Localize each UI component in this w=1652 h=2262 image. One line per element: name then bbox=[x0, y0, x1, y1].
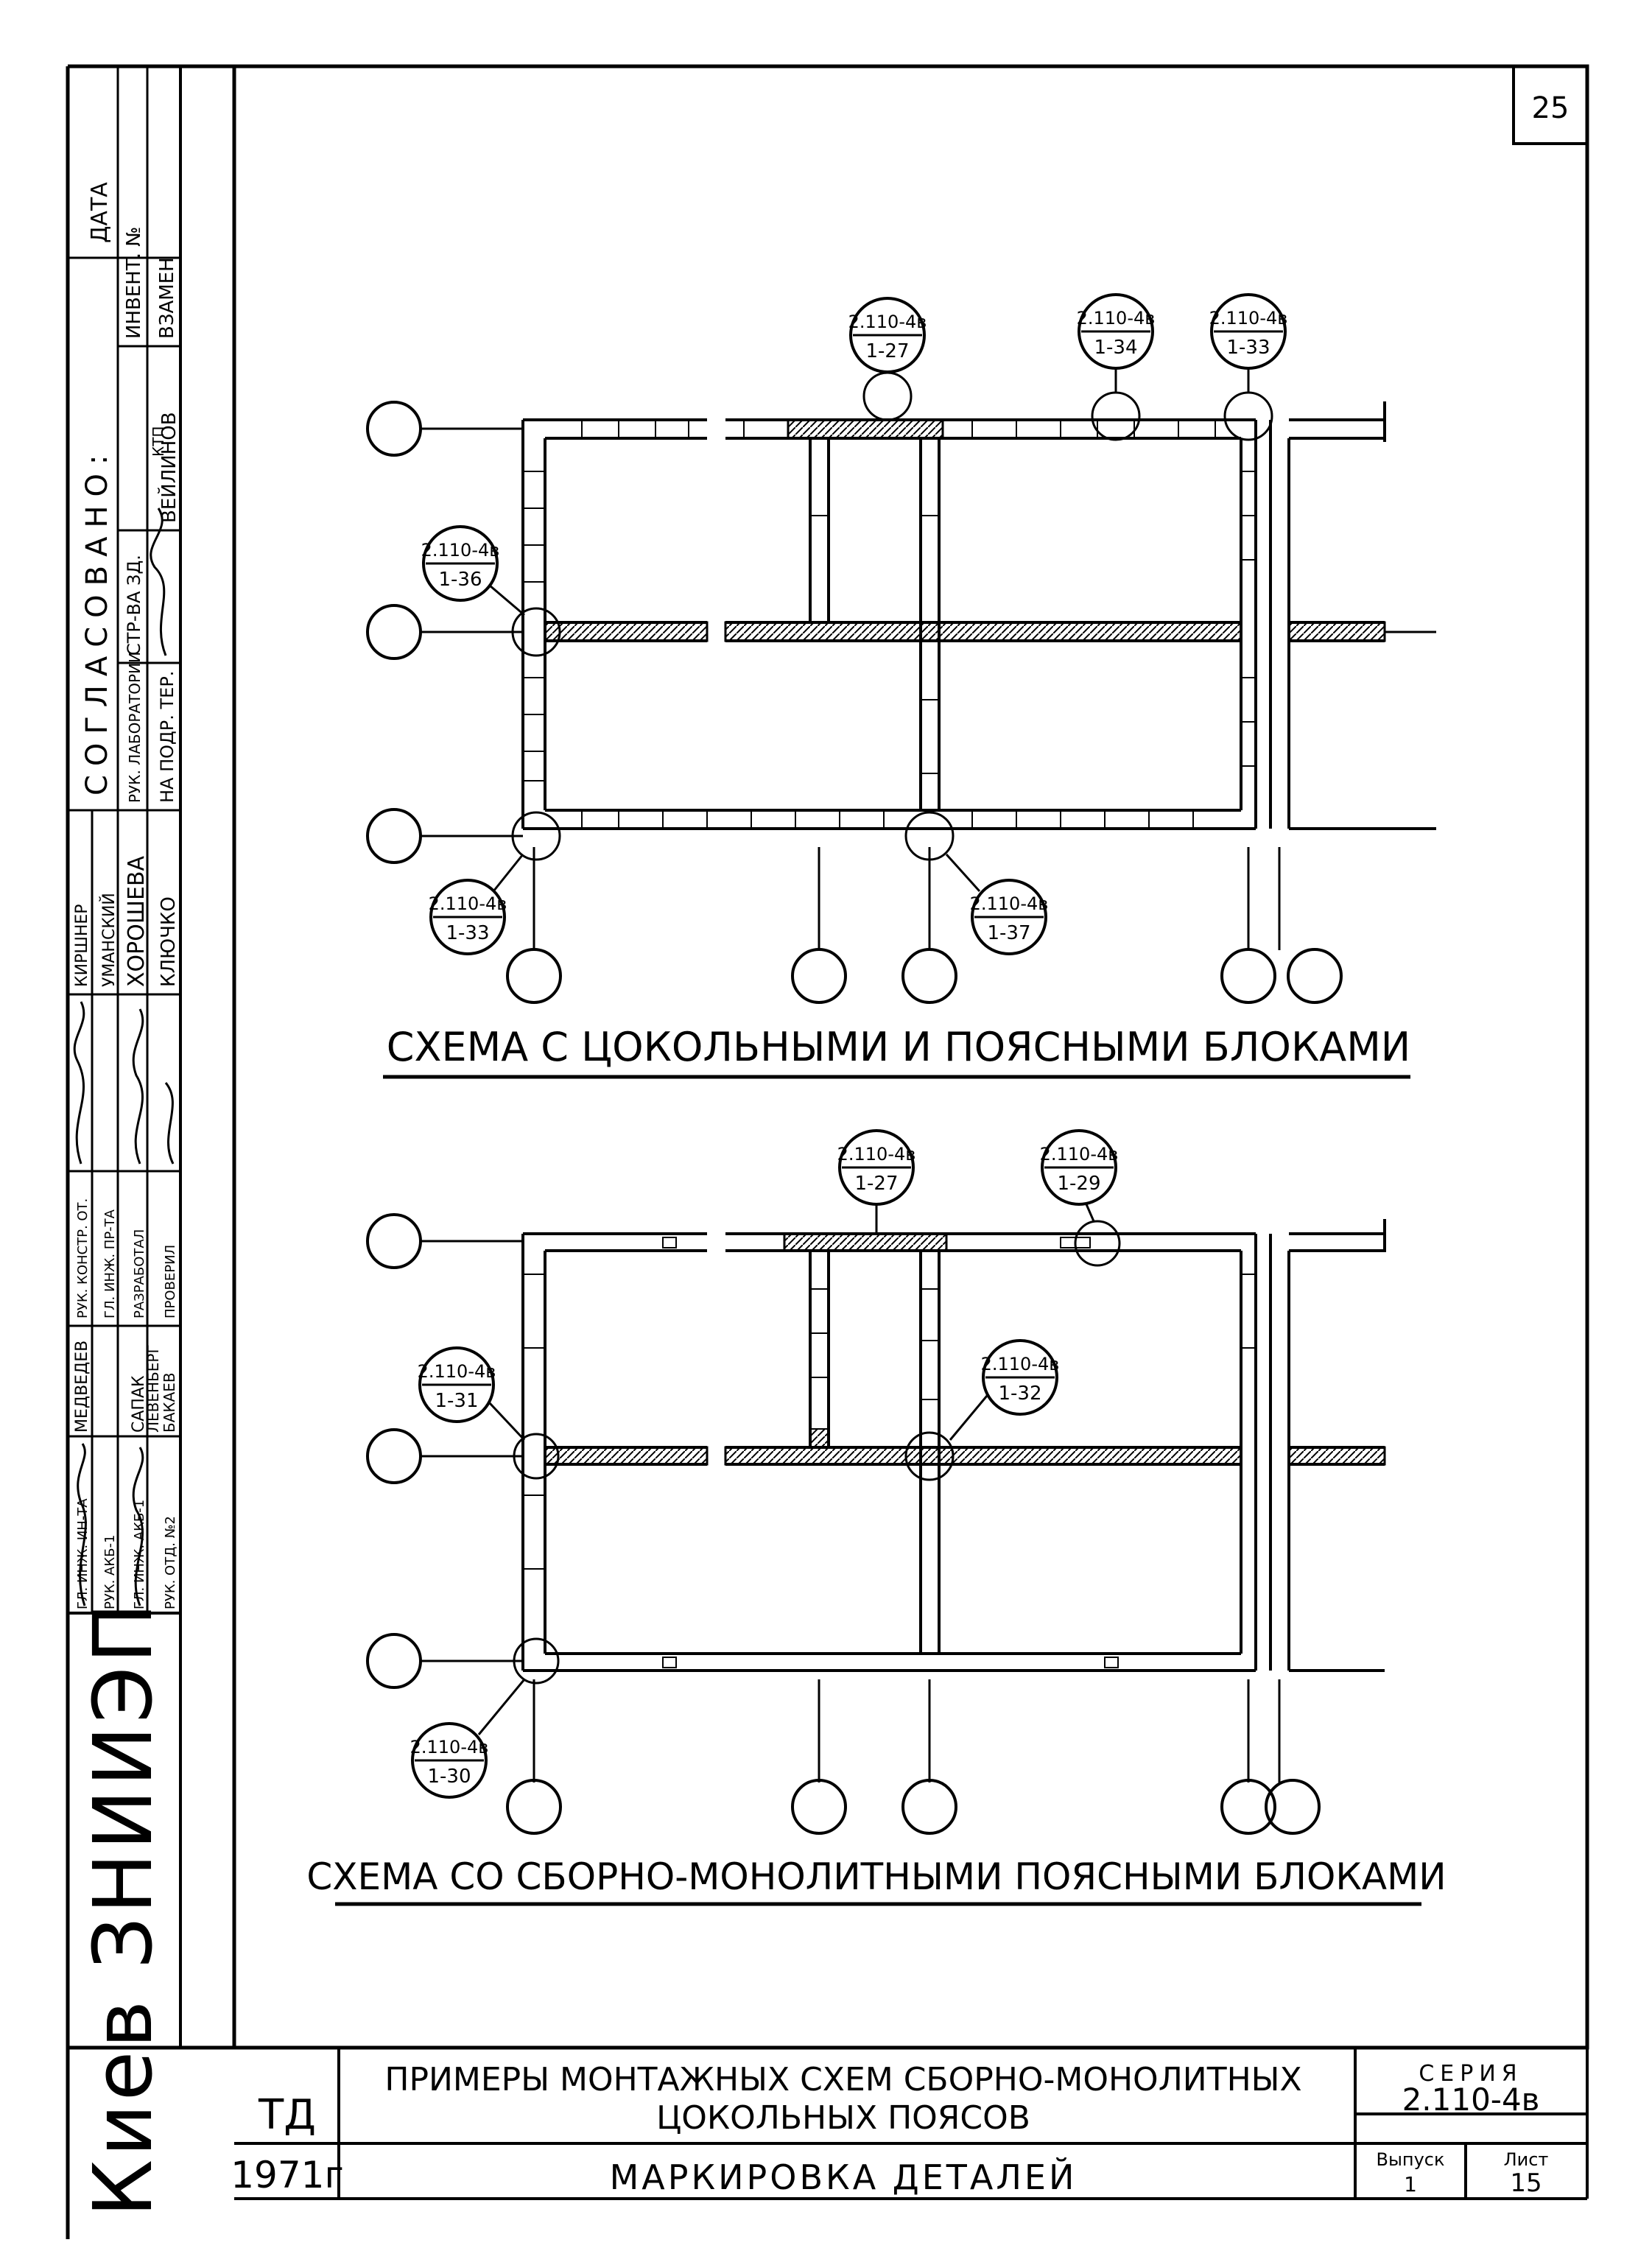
stamp-agreed-header: СОГЛАСОВАНО: bbox=[80, 446, 114, 795]
stamp-agreed-role-1: РУК. ЛАБОРАТОРИИ bbox=[126, 652, 144, 803]
stamp-role2-3: РАЗРАБОТАЛ bbox=[132, 1229, 147, 1318]
issue-label: Выпуск bbox=[1377, 2149, 1445, 2170]
marker-ref: 1-27 bbox=[854, 1173, 898, 1195]
issue-value: 1 bbox=[1404, 2172, 1417, 2196]
detail-marker: 2.110-4в 1-36 bbox=[421, 525, 525, 617]
marker-series: 2.110-4в bbox=[429, 893, 507, 914]
scheme-1-title: СХЕМА С ЦОКОЛЬНЫМИ И ПОЯСНЫМИ БЛОКАМИ bbox=[387, 1024, 1410, 1070]
stamp-name-5: БАКАЕВ bbox=[161, 1372, 178, 1433]
marker-ref: 1-32 bbox=[998, 1383, 1041, 1405]
title-block bbox=[234, 2046, 1589, 2200]
detail-marker: 2.110-4в 1-29 bbox=[1040, 1129, 1119, 1222]
stamp-role-2: РУК. АКБ-1 bbox=[102, 1535, 118, 1609]
stamp-name-3: САПАК bbox=[130, 1375, 148, 1433]
marker-series: 2.110-4в bbox=[837, 1144, 916, 1165]
title-block-text: ТД 1971г ПРИМЕРЫ МОНТАЖНЫХ СХЕМ СБОРНО-М… bbox=[231, 2061, 1548, 2198]
marker-series: 2.110-4в bbox=[1040, 1144, 1119, 1165]
stamp-name2-1: КИРШНЕР bbox=[73, 904, 91, 987]
marker-series: 2.110-4в bbox=[1077, 308, 1156, 329]
side-stamp bbox=[68, 66, 182, 2048]
stamp-role-1: ГЛ. ИНЖ. ИН-ТА bbox=[75, 1498, 91, 1609]
stamp-institute: Киев ЗНИИЭП bbox=[76, 1600, 170, 2217]
stamp-inv-no: ИНВЕНТ. № bbox=[123, 227, 145, 339]
title-year: 1971г bbox=[231, 2154, 344, 2196]
signature-3 bbox=[164, 1082, 175, 1165]
marker-series: 2.110-4в bbox=[418, 1361, 496, 1382]
marker-series: 2.110-4в bbox=[410, 1737, 489, 1757]
marker-ref: 1-31 bbox=[435, 1390, 478, 1412]
scheme-2-title: СХЕМА СО СБОРНО-МОНОЛИТНЫМИ ПОЯСНЫМИ БЛО… bbox=[306, 1855, 1446, 1898]
scheme-1 bbox=[366, 371, 1436, 1004]
signature-2 bbox=[132, 1008, 144, 1165]
marker-series: 2.110-4в bbox=[421, 540, 500, 561]
page-number: 25 bbox=[1532, 91, 1570, 125]
detail-marker: 2.110-4в 1-33 bbox=[429, 854, 524, 955]
stamp-role2-1: РУК. КОНСТР. ОТ. bbox=[75, 1198, 91, 1318]
detail-marker: 2.110-4в 1-34 bbox=[1077, 293, 1156, 393]
series-value: 2.110-4в bbox=[1402, 2082, 1540, 2118]
stamp-role-4: РУК. ОТД. №2 bbox=[163, 1516, 178, 1609]
stamp-name-1: МЕДВЕДЕВ bbox=[73, 1341, 91, 1433]
marker-ref: 1-30 bbox=[427, 1766, 471, 1788]
series-label: СЕРИЯ bbox=[1419, 2061, 1522, 2087]
detail-marker: 2.110-4в 1-30 bbox=[410, 1679, 526, 1799]
detail-marker: 2.110-4в 1-27 bbox=[848, 297, 927, 373]
stamp-name2-4: КЛЮЧКО bbox=[158, 896, 180, 987]
detail-marker: 2.110-4в 1-37 bbox=[945, 853, 1049, 955]
stamp-agreed-role-2: СТР-ВА ЗД. bbox=[124, 555, 144, 656]
title-subtitle: МАРКИРОВКА ДЕТАЛЕЙ bbox=[610, 2157, 1078, 2197]
title-line-1: ПРИМЕРЫ МОНТАЖНЫХ СХЕМ СБОРНО-МОНОЛИТНЫХ bbox=[384, 2061, 1301, 2098]
sheet-frame bbox=[66, 64, 1589, 2239]
stamp-date: ДАТА bbox=[87, 182, 113, 243]
marker-series: 2.110-4в bbox=[1209, 308, 1288, 329]
title-line-2: ЦОКОЛЬНЫХ ПОЯСОВ bbox=[656, 2099, 1030, 2137]
marker-ref: 1-33 bbox=[446, 922, 489, 944]
stamp-agreed-title: КТП bbox=[150, 426, 167, 457]
scheme-2-markers: 2.110-4в 1-27 2.110-4в 1-29 2.110-4в 1-3… bbox=[410, 1129, 1119, 1799]
page-number-box: 25 bbox=[1512, 65, 1589, 145]
signature-agreed bbox=[150, 507, 167, 656]
marker-ref: 1-29 bbox=[1057, 1173, 1100, 1195]
marker-series: 2.110-4в bbox=[981, 1354, 1060, 1374]
signature-4 bbox=[77, 1443, 87, 1606]
detail-marker: 2.110-4в 1-31 bbox=[418, 1346, 526, 1441]
stamp-instead: ВЗАМЕН bbox=[156, 257, 178, 339]
signature-1 bbox=[73, 1001, 85, 1165]
stamp-name2-3: ХОРОШЕВА bbox=[124, 856, 150, 987]
sheet-value: 15 bbox=[1510, 2168, 1542, 2198]
detail-marker: 2.110-4в 1-33 bbox=[1209, 293, 1288, 393]
marker-ref: 1-34 bbox=[1094, 337, 1137, 359]
stamp-agreed-role-3: НА ПОДР. ТЕР. bbox=[157, 671, 177, 803]
title-td: ТД bbox=[258, 2091, 316, 2139]
stamp-name-4: ЛЕВЕНБЕРГ bbox=[144, 1344, 162, 1433]
signature-5 bbox=[132, 1447, 144, 1606]
side-stamp-text: ДАТА ИНВЕНТ. № ВЗАМЕН СОГЛАСОВАНО: РУК. … bbox=[73, 182, 180, 2217]
marker-ref: 1-36 bbox=[438, 569, 482, 591]
stamp-role2-2: ГЛ. ИНЖ. ПР-ТА bbox=[102, 1209, 118, 1318]
marker-ref: 1-33 bbox=[1226, 337, 1270, 359]
scheme-1-markers: 2.110-4в 1-27 2.110-4в 1-34 2.110-4в 1-3… bbox=[421, 293, 1288, 955]
detail-marker: 2.110-4в 1-27 bbox=[837, 1129, 916, 1234]
stamp-name2-2: УМАНСКИЙ bbox=[99, 893, 119, 987]
scheme-2 bbox=[366, 1213, 1386, 1835]
stamp-role2-4: ПРОВЕРИЛ bbox=[163, 1245, 178, 1318]
marker-ref: 1-37 bbox=[987, 922, 1030, 944]
detail-marker: 2.110-4в 1-32 bbox=[949, 1339, 1060, 1441]
stamp-agreed-name: ВЕЙЛИНОВ bbox=[157, 412, 180, 523]
sheet-label: Лист bbox=[1504, 2149, 1549, 2170]
marker-ref: 1-27 bbox=[865, 340, 909, 362]
stamp-role-3: ГЛ. ИНЖ. АКБ-1 bbox=[132, 1500, 147, 1609]
marker-series: 2.110-4в bbox=[970, 893, 1049, 914]
marker-series: 2.110-4в bbox=[848, 312, 927, 332]
